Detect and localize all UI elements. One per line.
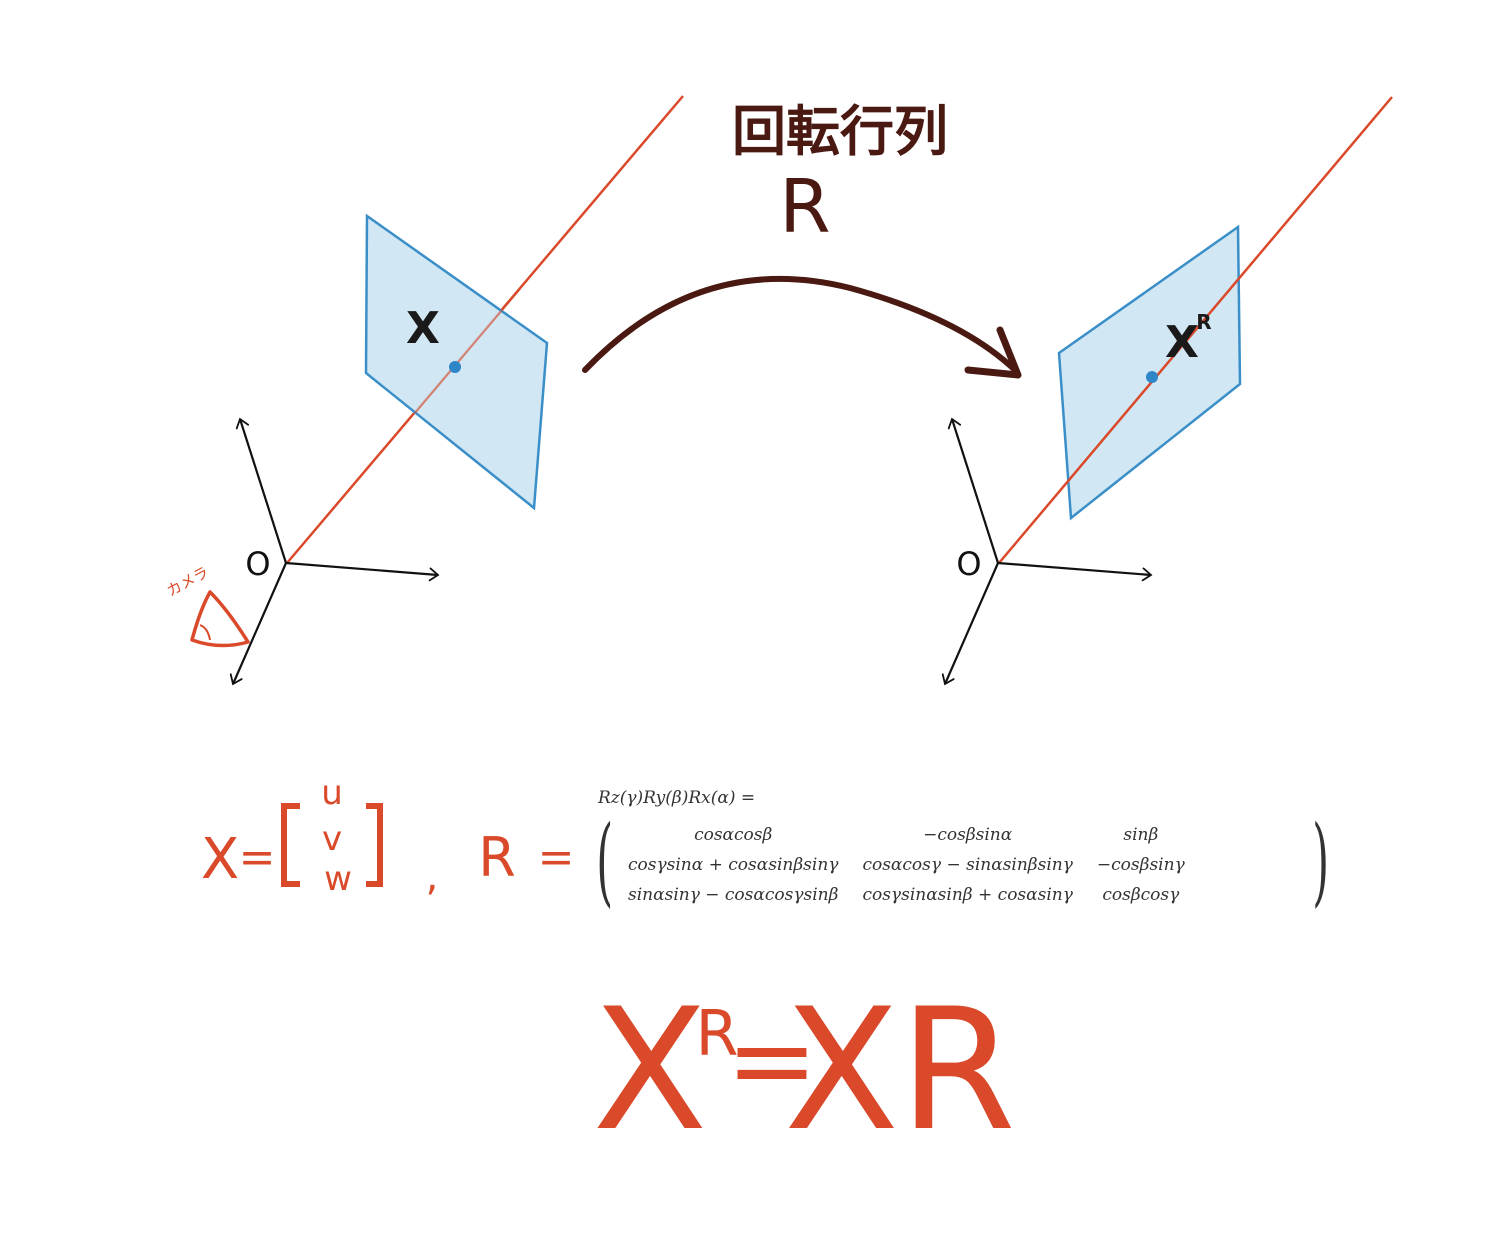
matrix-right-paren: ): [1312, 805, 1330, 917]
matrix-cell: cosβcosγ: [1102, 885, 1180, 905]
matrix-cell: sinαsinγ − cosαcosγsinβ: [628, 885, 839, 905]
result-lhs: X: [592, 972, 707, 1168]
left-axis-right: [285, 561, 440, 582]
left-figure: X O カメラ: [164, 95, 684, 686]
left-axis-up: [235, 417, 288, 564]
right-ray: [998, 96, 1393, 564]
title-line1: 回転行列: [732, 100, 948, 163]
matrix-cell: cosγsinα + cosαsinβsinγ: [628, 855, 839, 875]
right-axis-right: [997, 561, 1153, 582]
vector-entry-v: v: [322, 819, 342, 859]
right-bracket: [366, 803, 383, 887]
right-projected-point: [1146, 371, 1158, 383]
vector-entry-u: u: [321, 773, 343, 813]
matrix-cell: cosγsinαsinβ + cosαsinγ: [862, 885, 1073, 905]
rotation-matrix-formula: Rz(γ)Ry(β)Rx(α) = ( cosαcosβ −cosβsinα s…: [596, 784, 1336, 924]
matrix-cell: −cosβsinγ: [1096, 855, 1185, 875]
right-axis-up: [947, 417, 1000, 564]
comma: ,: [426, 854, 439, 900]
rotation-matrix: cosαcosβ −cosβsinα sinβ cosγsinα + cosαs…: [616, 820, 1197, 910]
right-point-label: X: [1165, 317, 1199, 368]
camera-label: カメラ: [164, 563, 212, 600]
vector-definition: X = u v w ,: [201, 773, 439, 900]
vector-lhs: X: [201, 827, 239, 892]
rotation-arrow-head: [964, 326, 1022, 379]
result-eq: =: [726, 996, 818, 1124]
right-axis-down: [941, 562, 1000, 686]
vector-entry-w: w: [324, 859, 352, 899]
left-origin-label: O: [245, 545, 270, 583]
right-point-superscript: R: [1196, 310, 1211, 334]
matrix-cell: −cosβsinα: [923, 825, 1013, 845]
rotation-eq: =: [538, 832, 575, 883]
result-rhs: XR: [784, 972, 1016, 1168]
matrix-cell: cosαcosγ − sinαsinβsinγ: [862, 855, 1073, 875]
rotation-arrow: [582, 275, 1018, 373]
right-origin-label: O: [956, 545, 981, 583]
matrix-cell: sinβ: [1123, 825, 1159, 845]
matrix-cell: cosαcosβ: [694, 825, 773, 845]
left-projected-point: [449, 361, 461, 373]
right-figure: X R O: [941, 96, 1393, 686]
title-line2: R: [779, 164, 830, 250]
vector-eq: =: [239, 832, 276, 883]
left-axis-down: [229, 562, 288, 686]
matrix-row: sinαsinγ − cosαcosγsinβ cosγsinαsinβ + c…: [616, 880, 1197, 910]
matrix-row: cosαcosβ −cosβsinα sinβ: [616, 820, 1197, 850]
rotation-lhs: R: [478, 826, 516, 889]
matrix-row: cosγsinα + cosαsinβsinγ cosαcosγ − sinαs…: [616, 850, 1197, 880]
left-bracket: [281, 803, 300, 887]
result-equation: X R = XR: [592, 972, 1015, 1168]
result-lhs-superscript: R: [695, 997, 738, 1070]
camera-icon: [190, 590, 250, 648]
matrix-product-label: Rz(γ)Ry(β)Rx(α) =: [598, 788, 756, 808]
matrix-left-paren: (: [596, 805, 614, 917]
left-point-label: X: [406, 303, 440, 354]
